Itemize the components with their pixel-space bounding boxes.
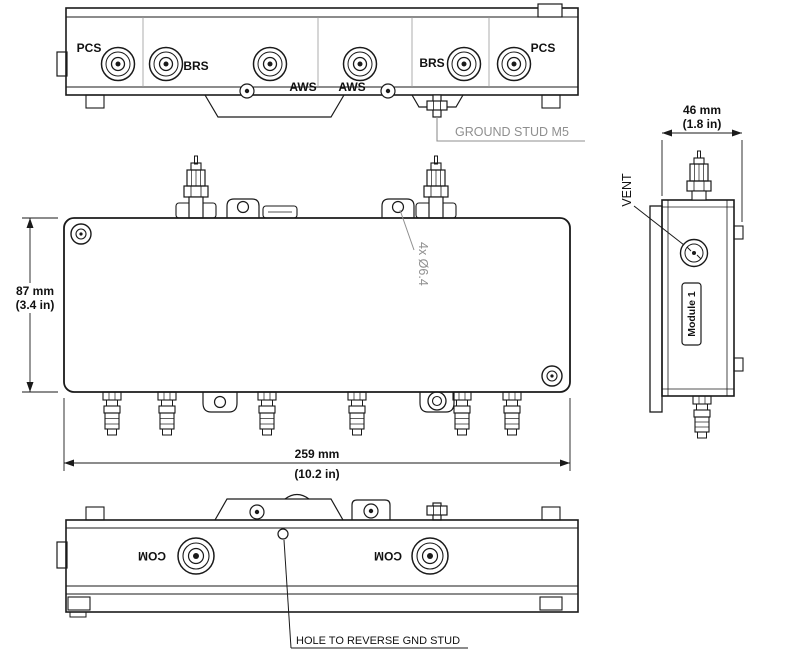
side-dim-mm: 46 mm	[683, 103, 721, 117]
bracket-right	[351, 499, 391, 520]
port-label-brs-right: BRS	[419, 56, 444, 70]
ground-stud-bottom-view	[426, 502, 448, 521]
side-body	[661, 199, 735, 397]
corner-screw-top-left	[70, 223, 92, 245]
height-dimension: 87 mm (3.4 in)	[11, 217, 59, 393]
top-view: PCS BRS AWS AWS BRS PCS GROUND STUD M5	[56, 3, 585, 142]
bracket-bump	[284, 493, 310, 500]
mount-hole-top-right	[391, 200, 405, 214]
height-dim-in: (3.4 in)	[16, 298, 55, 312]
reverse-hole-label: HOLE TO REVERSE GND STUD	[296, 635, 460, 647]
width-dimension: 259 mm (10.2 in)	[63, 398, 571, 481]
bottom-view: COM COM HOLE TO REVERSE GND STUD	[56, 493, 579, 649]
com-port-left	[177, 537, 215, 575]
width-dim-in: (10.2 in)	[294, 467, 339, 481]
width-dim-mm: 259 mm	[295, 447, 340, 461]
port-label-pcs-left: PCS	[77, 41, 102, 55]
sma-connector-5	[452, 391, 472, 436]
side-bottom-connector	[692, 395, 712, 439]
sma-connector-6	[502, 391, 522, 436]
base-block-left	[67, 596, 91, 611]
bracket-screw-bv-left	[249, 504, 265, 520]
coax-port-2	[148, 46, 184, 82]
foot-bv-right	[541, 506, 561, 521]
side-view: 46 mm (1.8 in) VENT Module 1	[620, 103, 744, 439]
ground-stud	[426, 94, 448, 118]
vent-label: VENT	[620, 173, 634, 207]
base-block-right	[539, 596, 563, 611]
front-view: 4x Ø6.4 87 mm (3.4 in) 259 mm (10.2 in)	[11, 155, 571, 481]
n-connector-top-right	[415, 155, 457, 219]
ground-stud-leader	[436, 117, 585, 142]
back-plate	[649, 205, 663, 413]
sma-connector-4	[347, 391, 367, 436]
side-top-connector	[686, 150, 712, 201]
port-label-pcs-right: PCS	[531, 41, 556, 55]
coax-port-3	[252, 46, 288, 82]
bracket-screw-right	[380, 83, 396, 99]
mount-tab-top-right	[381, 198, 415, 218]
sma-connector-2	[157, 391, 177, 436]
reverse-hole-leader	[283, 539, 292, 649]
sma-connector-1	[102, 391, 122, 436]
foot-right	[541, 94, 561, 109]
coax-port-6	[496, 46, 532, 82]
height-dim-mm: 87 mm	[16, 284, 54, 298]
vent-opening	[679, 238, 709, 268]
mount-bracket	[204, 94, 345, 118]
foot-bv-left	[85, 506, 105, 521]
bracket-screw-bv-right	[363, 503, 379, 519]
port-label-aws-left: AWS	[289, 80, 316, 94]
corner-screw-bottom-right	[541, 365, 563, 387]
sma-connector-3	[257, 391, 277, 436]
port-label-com-left: COM	[138, 549, 166, 563]
bracket-screw-left	[239, 83, 255, 99]
bottom-view-body	[65, 519, 579, 613]
coax-port-1	[100, 46, 136, 82]
com-port-right	[411, 537, 449, 575]
mount-tab-bottom-right	[419, 392, 455, 413]
front-body	[63, 217, 571, 393]
module-label-plate	[681, 282, 702, 346]
port-label-aws-right: AWS	[338, 80, 365, 94]
coax-port-4	[342, 46, 378, 82]
port-label-brs-left: BRS	[183, 59, 208, 73]
mount-hole-top-left	[236, 200, 250, 214]
reverse-gnd-hole	[277, 528, 289, 540]
module-label: Module 1	[686, 291, 698, 337]
holes-label: 4x Ø6.4	[416, 242, 430, 286]
foot-left	[85, 94, 105, 109]
mount-hole-bottom-left	[213, 395, 227, 409]
base-lip	[69, 611, 87, 618]
vent-leader	[633, 205, 685, 246]
side-width-dimension: 46 mm (1.8 in)	[661, 103, 743, 222]
mount-tab-bottom-left	[202, 392, 238, 413]
side-dim-in: (1.8 in)	[683, 117, 722, 131]
side-clip-bottom	[733, 357, 744, 372]
mount-bracket-bottom-view	[214, 498, 344, 521]
ground-stud-label: GROUND STUD M5	[455, 125, 569, 139]
top-clip	[537, 3, 563, 18]
left-tab	[56, 51, 68, 77]
left-tab-bv	[56, 541, 68, 569]
holes-leader	[399, 209, 415, 251]
mount-tab-top-left	[226, 198, 260, 218]
mount-hole-bottom-right	[427, 391, 447, 411]
coax-port-5	[446, 46, 482, 82]
side-clip-top	[733, 225, 744, 240]
n-connector-top-left	[175, 155, 217, 219]
port-label-com-right: COM	[374, 549, 402, 563]
